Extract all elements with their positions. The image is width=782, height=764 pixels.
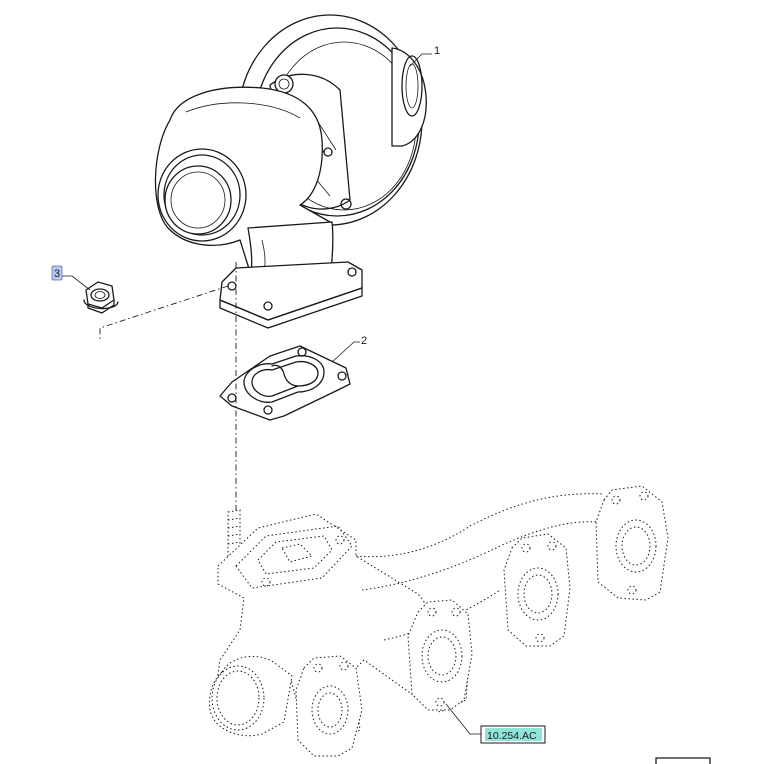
svg-text:2: 2	[361, 335, 367, 347]
svg-text:10.254.AC: 10.254.AC	[487, 730, 537, 742]
callout-label-1[interactable]: 1	[434, 45, 440, 57]
svg-text:3: 3	[54, 268, 60, 280]
callout-label-2[interactable]: 2	[361, 335, 367, 347]
turbocharger-part	[154, 14, 427, 329]
gasket-part	[219, 345, 351, 421]
callout-3-highlight	[51, 265, 63, 281]
exhaust-manifold-reference	[209, 485, 669, 757]
callout-label-3[interactable]: 3	[51, 265, 63, 281]
assembly-center-lines	[99, 262, 237, 520]
svg-text:1: 1	[434, 45, 440, 57]
flange-nut-part	[83, 281, 119, 314]
page-corner-box	[655, 757, 711, 764]
reference-link-highlight	[485, 728, 542, 741]
reference-link-10-254-ac[interactable]: 10.254.AC	[480, 725, 546, 744]
